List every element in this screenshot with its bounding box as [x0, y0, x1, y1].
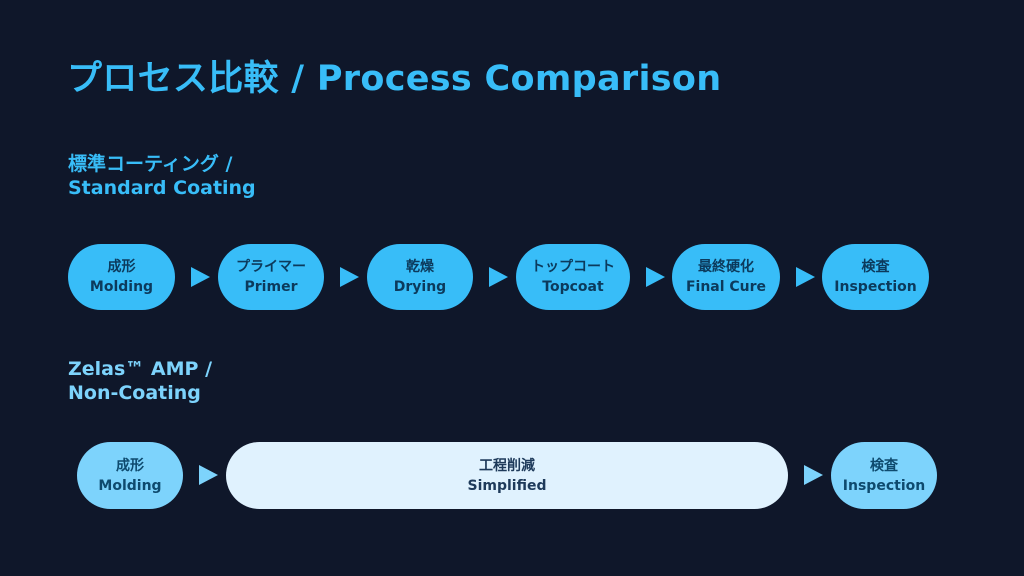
step-en: Drying [393, 279, 447, 295]
step-ja: 検査 [870, 457, 898, 474]
arrow-right-icon [646, 267, 665, 287]
step-inspection: 検査 Inspection [831, 442, 937, 509]
step-ja: 乾燥 [406, 259, 434, 275]
arrow-right-icon [804, 465, 823, 485]
zelas-heading: Zelas™ AMP / Non-Coating [68, 357, 212, 405]
step-ja: 最終硬化 [698, 259, 754, 275]
step-ja: 成形 [107, 259, 136, 275]
step-en: Molding [89, 279, 154, 295]
heading-ja: 標準コーティング / [68, 153, 233, 175]
step-en: Inspection [834, 279, 917, 295]
step-inspection: 検査 Inspection [822, 244, 929, 310]
heading-line-2: Non-Coating [68, 382, 201, 404]
step-molding: 成形 Molding [68, 244, 175, 310]
page-title: プロセス比較 / Process Comparison [67, 59, 722, 99]
step-ja: 検査 [861, 259, 890, 275]
step-molding: 成形 Molding [77, 442, 183, 509]
step-en: Simplified [467, 477, 547, 494]
step-drying: 乾燥 Drying [367, 244, 473, 310]
step-final-cure: 最終硬化 Final Cure [672, 244, 780, 310]
step-ja: 成形 [116, 457, 144, 474]
step-ja: トップコート [531, 259, 615, 275]
arrow-right-icon [191, 267, 210, 287]
step-topcoat: トップコート Topcoat [516, 244, 630, 310]
step-ja: 工程削減 [479, 457, 535, 474]
step-primer: プライマー Primer [218, 244, 324, 310]
step-en: Topcoat [542, 279, 604, 295]
step-en: Primer [244, 279, 298, 295]
heading-en: Standard Coating [68, 177, 256, 199]
step-en: Final Cure [685, 279, 767, 295]
step-en: Inspection [842, 477, 926, 494]
arrow-right-icon [489, 267, 508, 287]
step-simplified: 工程削減 Simplified [226, 442, 788, 509]
step-ja: プライマー [236, 259, 306, 275]
arrow-right-icon [199, 465, 218, 485]
step-en: Molding [98, 477, 162, 494]
arrow-right-icon [340, 267, 359, 287]
heading-line-1: Zelas™ AMP / [68, 358, 213, 380]
standard-coating-heading: 標準コーティング / Standard Coating [68, 152, 256, 200]
arrow-right-icon [796, 267, 815, 287]
